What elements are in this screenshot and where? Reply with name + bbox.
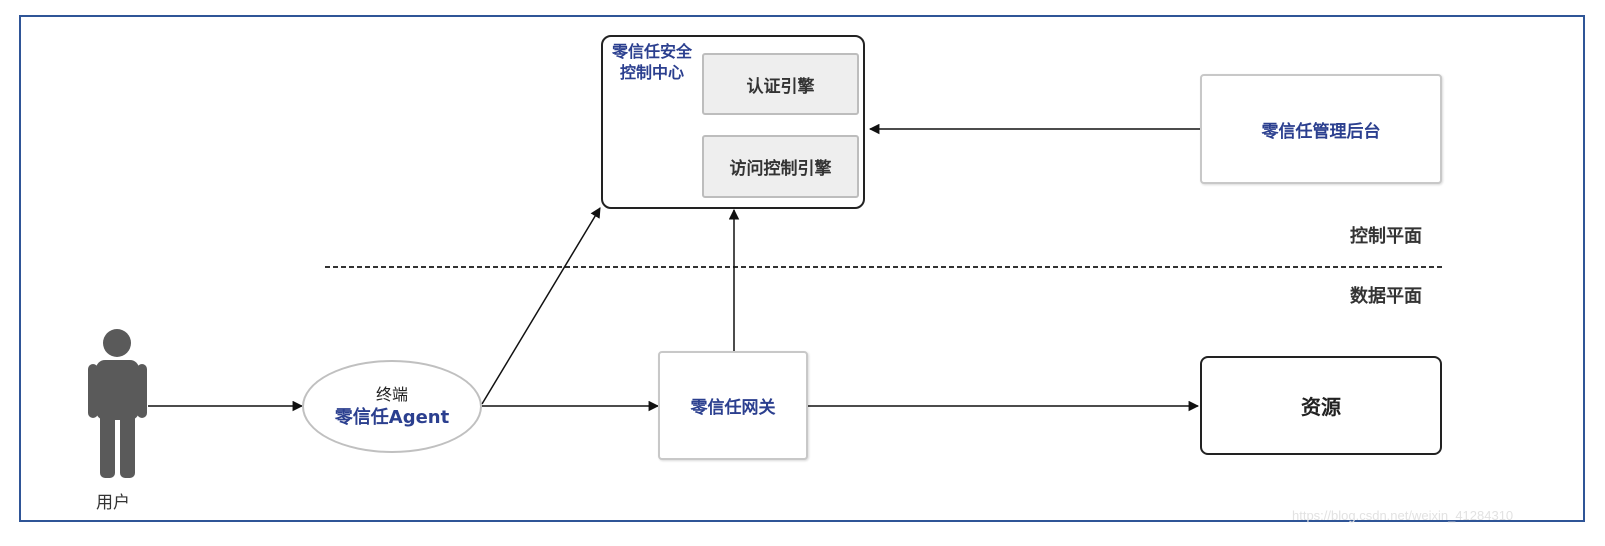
access-control-engine-box: 访问控制引擎 — [702, 135, 859, 198]
admin-console-label: 零信任管理后台 — [1261, 121, 1381, 142]
terminal-agent-ellipse: 终端 零信任Agent — [302, 360, 482, 453]
watermark-text: https://blog.csdn.net/weixin_41284310 — [1292, 508, 1514, 523]
admin-console-box: 零信任管理后台 — [1200, 74, 1442, 184]
terminal-label: 终端 — [375, 384, 408, 404]
control-plane-label: 控制平面 — [1350, 226, 1422, 247]
resource-box: 资源 — [1200, 356, 1442, 455]
diagram-frame — [19, 15, 1585, 522]
control-center-title-line2: 控制中心 — [619, 63, 684, 82]
arrow-terminal-to-control-center — [481, 207, 601, 405]
user-person-icon — [88, 329, 147, 478]
agent-label: 零信任Agent — [334, 406, 450, 428]
auth-engine-box: 认证引擎 — [702, 53, 859, 115]
resource-label: 资源 — [1301, 395, 1341, 419]
user-label: 用户 — [96, 493, 130, 513]
data-plane-label: 数据平面 — [1350, 286, 1422, 307]
gateway-box: 零信任网关 — [658, 351, 808, 460]
control-center-title: 零信任安全 控制中心 — [600, 41, 704, 83]
gateway-label: 零信任网关 — [690, 398, 776, 418]
control-center-title-line1: 零信任安全 — [611, 42, 692, 61]
